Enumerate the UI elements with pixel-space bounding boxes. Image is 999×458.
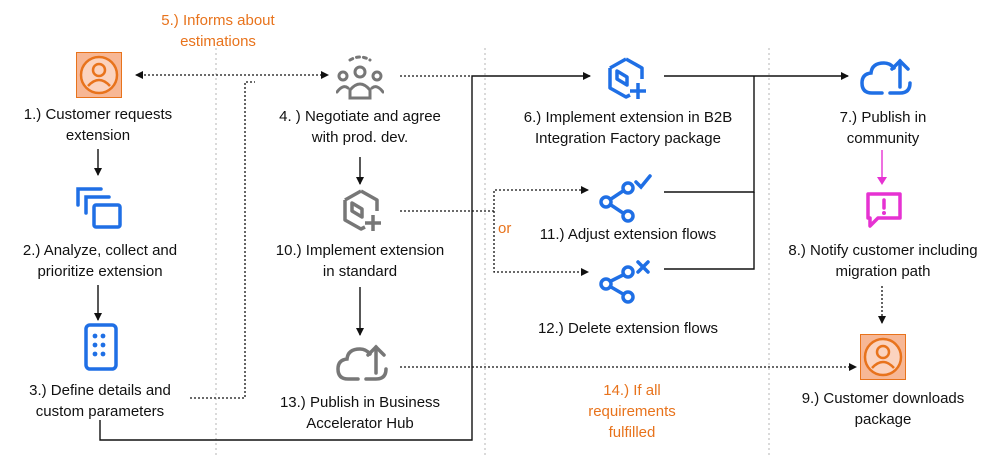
customer-person-icon xyxy=(76,52,122,98)
step-7-label: 7.) Publish in community xyxy=(839,109,927,147)
step-10-label: 10.) Implement extension in standard xyxy=(275,242,445,280)
step-9-label: 9.) Customer downloads package xyxy=(801,390,965,428)
arrow-3-6 xyxy=(99,72,591,441)
arrow-10-11-dotted xyxy=(400,186,589,212)
message-alert-icon xyxy=(866,192,902,228)
flow-check-icon xyxy=(599,174,652,223)
step-5-label: 5.) Informs about estimations xyxy=(161,12,275,50)
arrow-12-merge xyxy=(664,192,755,270)
step-3-label: 3.) Define details and custom parameters xyxy=(29,382,171,420)
step-2-label: 2.) Analyze, collect and prioritize exte… xyxy=(22,242,178,280)
document-list-icon xyxy=(84,323,118,371)
step-4-label: 4. ) Negotiate and agree with prod. dev. xyxy=(279,108,441,146)
step-12-label: 12.) Delete extension flows xyxy=(537,320,719,337)
arrow-3-4-dotted xyxy=(190,81,255,399)
step-1-label: 1.) Customer requests extension xyxy=(23,106,173,144)
people-meeting-icon xyxy=(336,55,384,100)
customer-person-icon xyxy=(860,334,906,380)
arrow-10-12-dotted xyxy=(493,211,589,276)
or-connector-label: or xyxy=(498,220,512,237)
step-13-label: 13.) Publish in Business Accelerator Hub xyxy=(279,394,441,432)
cloud-upload-icon xyxy=(336,344,388,381)
arrow-7-8-head xyxy=(877,177,887,185)
step-11-label: 11.) Adjust extension flows xyxy=(539,226,717,243)
step-14-label: 14.) If all requirements fulfilled xyxy=(588,382,676,441)
step-8-label: 8.) Notify customer including migration … xyxy=(788,242,978,280)
step-6-label: 6.) Implement extension in B2B Integrati… xyxy=(523,109,733,147)
stacked-cards-icon xyxy=(76,187,122,229)
flow-delete-icon xyxy=(599,260,650,304)
extension-add-icon xyxy=(343,189,381,231)
extension-add-icon xyxy=(608,57,646,99)
cloud-upload-icon xyxy=(860,58,912,95)
